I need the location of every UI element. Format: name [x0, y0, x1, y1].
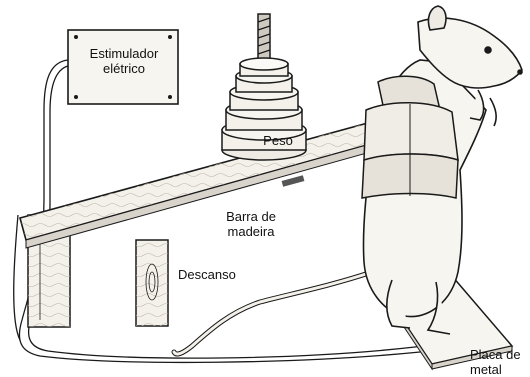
wooden-bar	[20, 118, 392, 248]
stimulator-label: Estimulador elétrico	[78, 46, 170, 76]
stimulator-label-line2: elétrico	[78, 61, 170, 76]
weight-label: Peso	[258, 133, 298, 148]
stimulator-label-line1: Estimulador	[78, 46, 170, 61]
wooden-bar-label-line2: madeira	[218, 224, 284, 239]
rest-label: Descanso	[178, 267, 242, 282]
rat-tail	[174, 272, 372, 354]
wooden-bar-label: Barra de madeira	[218, 209, 284, 239]
metal-plate-label-line1: Placa de	[470, 347, 530, 362]
metal-plate-label: Placa de metal	[470, 347, 530, 377]
rest-block	[136, 240, 168, 326]
metal-plate-label-line2: metal	[470, 362, 530, 377]
wooden-bar-label-line1: Barra de	[218, 209, 284, 224]
